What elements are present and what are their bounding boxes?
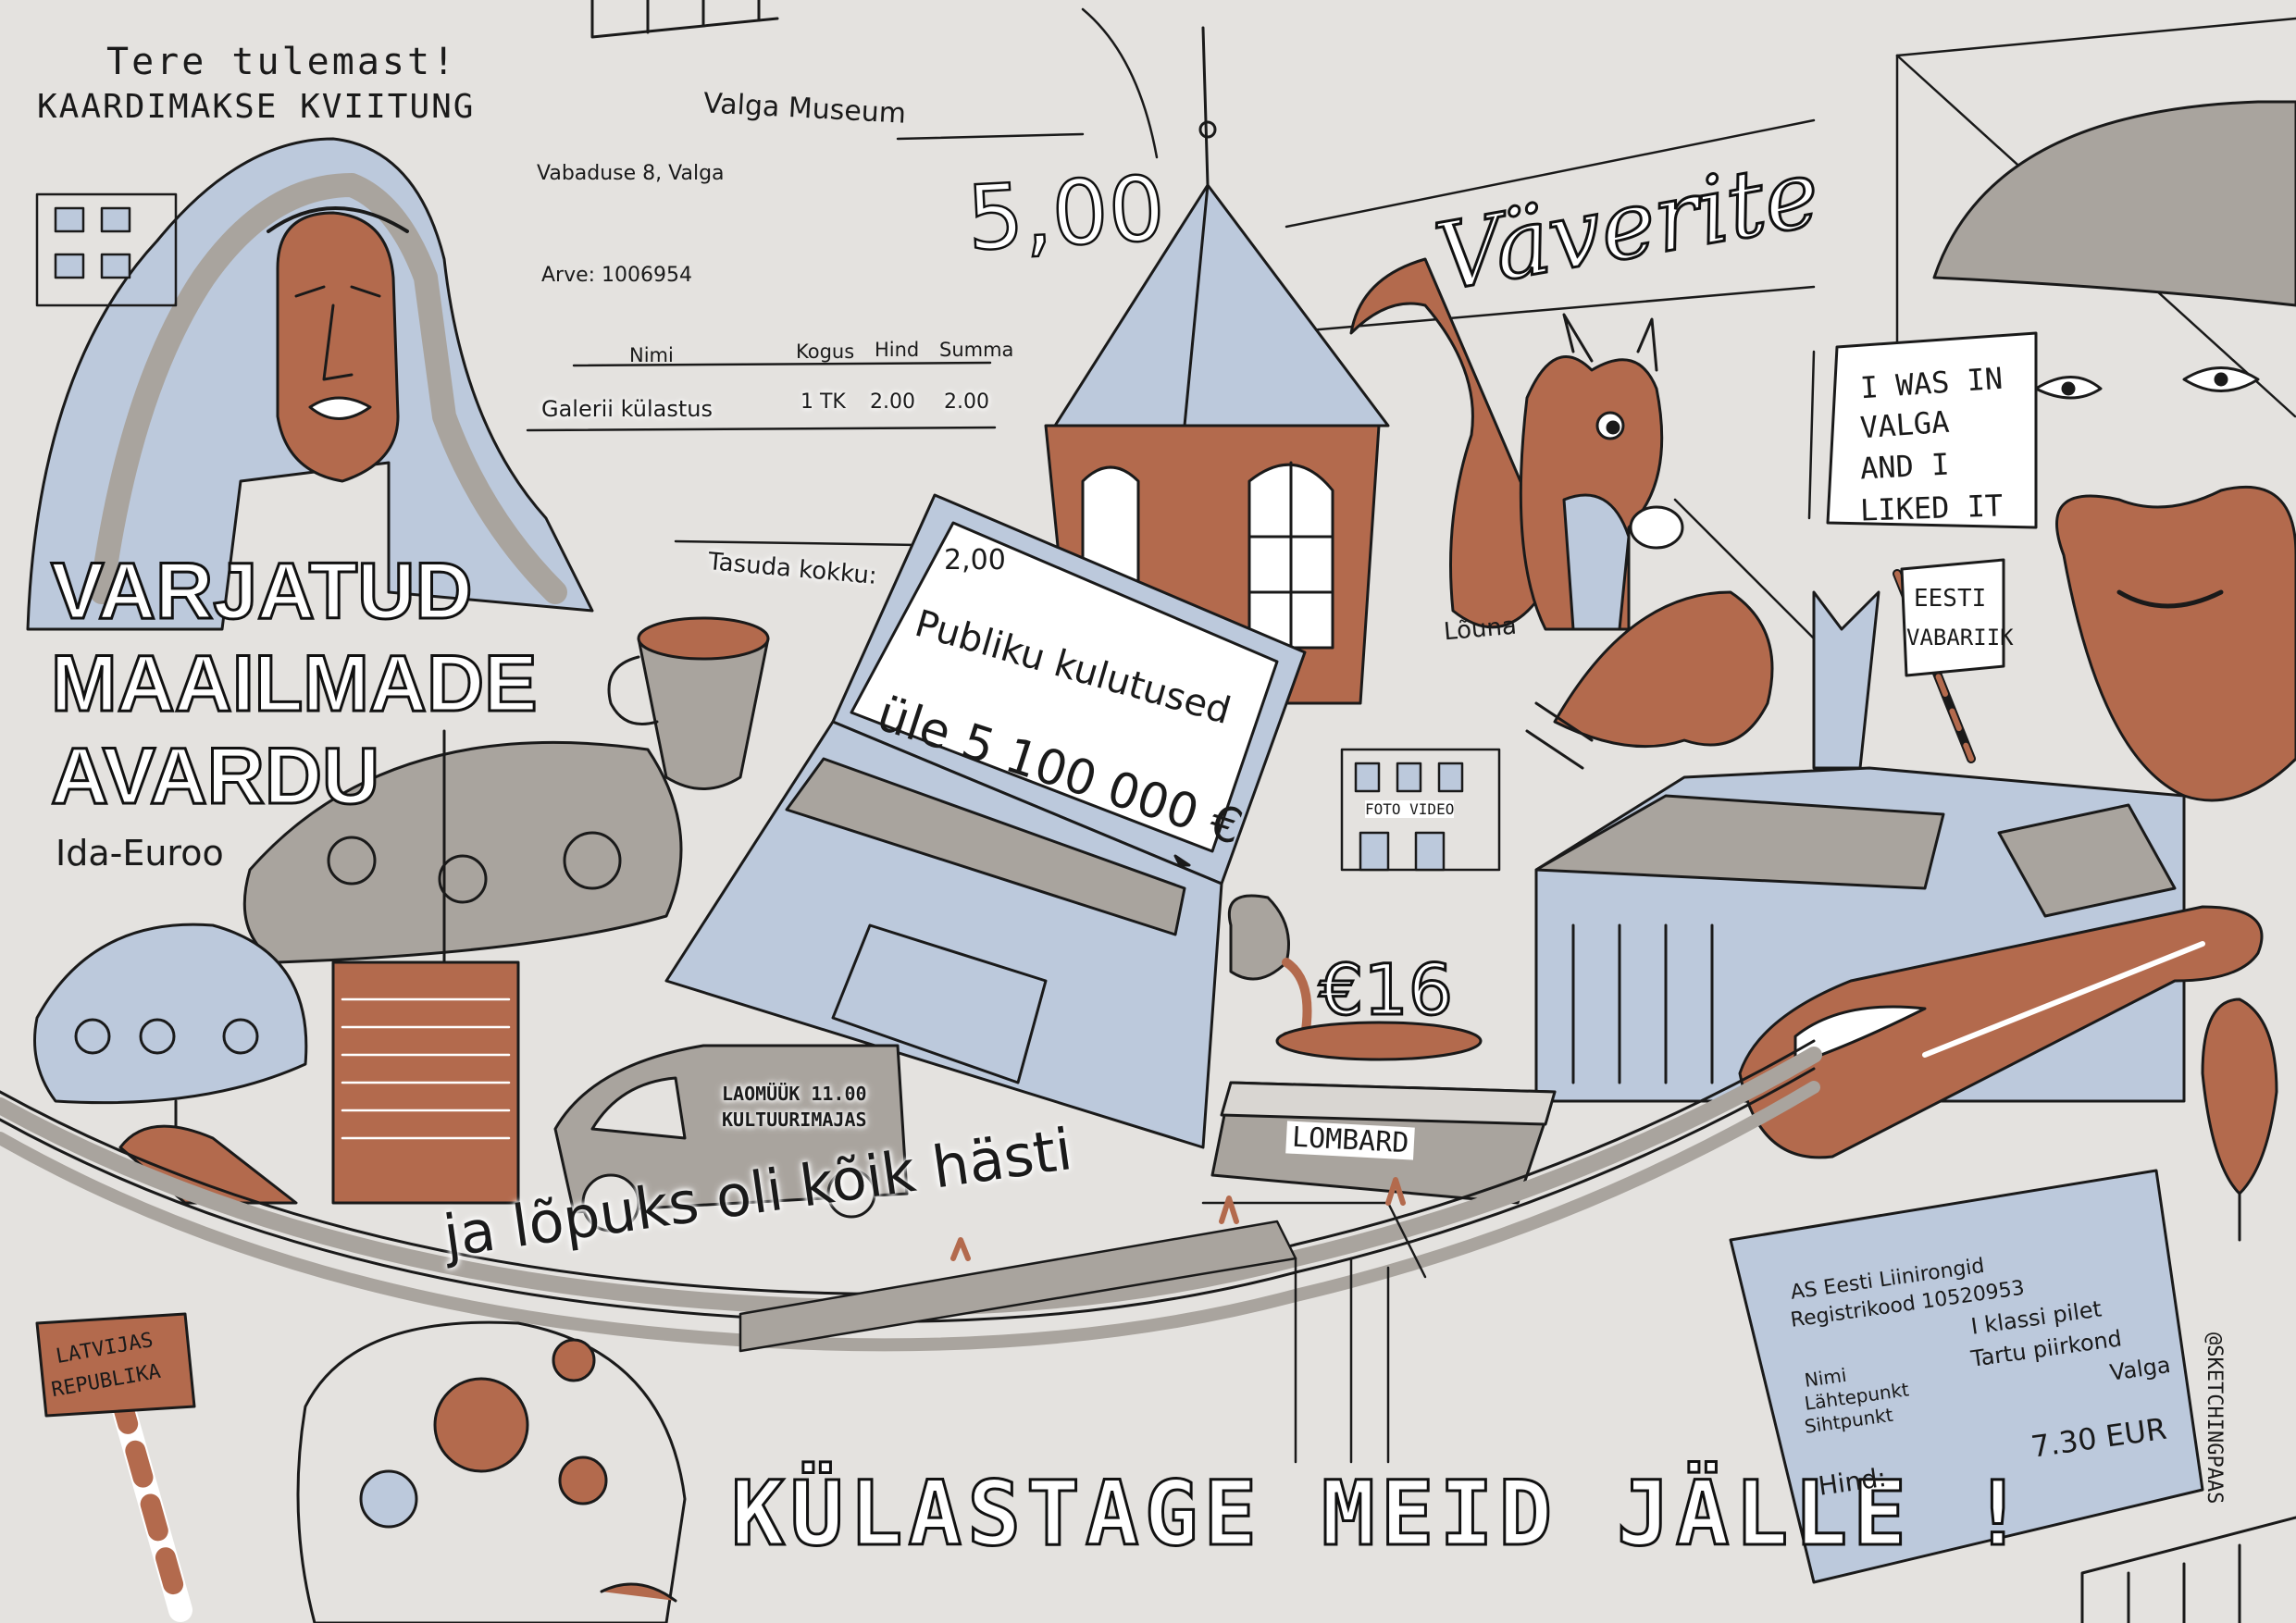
lombard-sign: LOMBARD — [1285, 1121, 1416, 1160]
apartment-block-icon — [35, 192, 178, 307]
exhibit-title-line-1: VARJATUD — [50, 546, 474, 638]
receipt-header-qty: Kogus — [796, 341, 855, 363]
exhibit-subtitle: Ida-Euroo — [56, 833, 224, 873]
nun-statue-icon — [26, 137, 594, 631]
receipt-total-value: 2,00 — [944, 544, 1006, 576]
eesti-sign-line-2: VABARIIK — [1906, 625, 2014, 650]
exhibit-title-line-2: MAAILMADE — [50, 638, 539, 730]
brick-wall-top — [590, 0, 779, 39]
receipt-title: KAARDIMAKSE KVIITUNG — [37, 88, 476, 126]
latvia-border-post-icon — [35, 1312, 196, 1622]
squirrel-icon — [1349, 257, 1684, 631]
receipt-header-name: Nimi — [629, 344, 674, 366]
receipt-address: Vabaduse 8, Valga — [537, 162, 725, 185]
train-ticket-icon — [1729, 1169, 2204, 1584]
eesti-border-sign-icon — [1893, 558, 2005, 763]
receipt-row-name: Galerii külastus — [541, 396, 713, 422]
receipt-big-total: 5,00 — [963, 155, 1169, 272]
artist-signature: @SKETCHINGPAAS — [2203, 1332, 2226, 1505]
liked-sign-line-2: VALGA — [1858, 403, 1951, 446]
laptop-icon — [664, 493, 1307, 1149]
bearded-face-icon — [1932, 100, 2296, 802]
van-sign-line-1: LAOMÜÜK 11.00 — [722, 1083, 867, 1105]
greeting-text: Tere tulemast! — [106, 41, 458, 83]
liked-sign-line-3: AND I — [1859, 446, 1951, 487]
receipt-invoice: Arve: 1006954 — [541, 264, 693, 287]
tree-icon — [2201, 997, 2278, 1242]
receipt-header-price: Hind — [875, 339, 920, 361]
cup-icon — [607, 616, 770, 790]
bread-icon — [1525, 590, 1774, 770]
mickey-umbrella-icon — [33, 923, 308, 1205]
receipt-row-qty: 1 TK — [800, 390, 846, 414]
flower-skull-icon — [296, 1320, 687, 1623]
receipt-row-price: 2.00 — [870, 390, 915, 414]
teapot-icon — [1228, 894, 1483, 1061]
eesti-sign-line-1: EESTI — [1914, 585, 1987, 613]
shop-sign-foto-video: FOTO VIDEO — [1365, 800, 1455, 818]
exhibit-title-line-3: AVARDU — [49, 731, 380, 823]
liked-sign-icon — [1826, 331, 2038, 529]
bridge-icon — [738, 1177, 1427, 1464]
receipt-row-sum: 2.00 — [944, 390, 989, 414]
visit-again-slogan: KÜLASTAGE MEID JÄLLE ! — [730, 1461, 2030, 1567]
price-sixteen: €16 — [1317, 948, 1454, 1033]
train-icon — [1738, 905, 2264, 1159]
liked-sign-line-4: LIKED IT — [1859, 488, 2004, 528]
receipt-header-sum: Summa — [939, 339, 1014, 361]
cat-umbrella-icon — [242, 729, 683, 1205]
brick-wall-bottom — [2080, 1516, 2296, 1623]
van-icon — [553, 1044, 909, 1233]
van-sign-line-2: KULTUURIMAJAS — [722, 1109, 867, 1131]
